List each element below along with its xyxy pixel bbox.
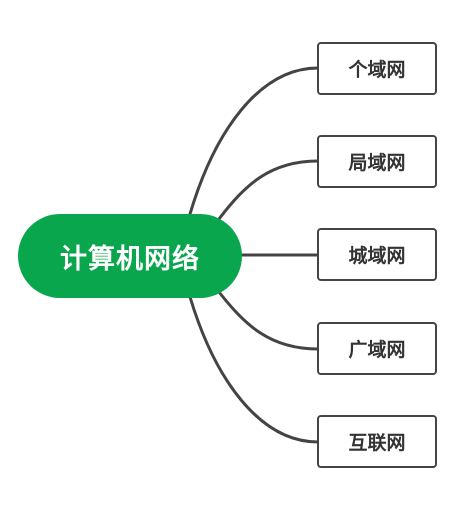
child-node-label: 个域网 (348, 59, 406, 81)
child-node-label: 广域网 (348, 339, 406, 361)
child-node-label: 城域网 (348, 245, 406, 267)
child-node-internet[interactable]: 互联网 (317, 415, 437, 468)
connector-guangyuwang (217, 290, 320, 351)
root-node-label: 计算机网络 (60, 243, 200, 275)
root-node-computer-network[interactable]: 计算机网络 (18, 214, 242, 298)
child-node-metropolitan-area-network[interactable]: 城域网 (317, 228, 437, 281)
child-node-wide-area-network[interactable]: 广域网 (317, 322, 437, 375)
child-node-label: 互联网 (348, 432, 406, 454)
child-node-local-area-network[interactable]: 局域网 (317, 135, 437, 188)
child-node-label: 局域网 (348, 152, 406, 174)
connector-juyuwang (217, 159, 320, 221)
connector-hulianwang (188, 295, 320, 444)
connector-gewangyu (188, 66, 320, 216)
child-node-personal-area-network[interactable]: 个域网 (317, 42, 437, 95)
